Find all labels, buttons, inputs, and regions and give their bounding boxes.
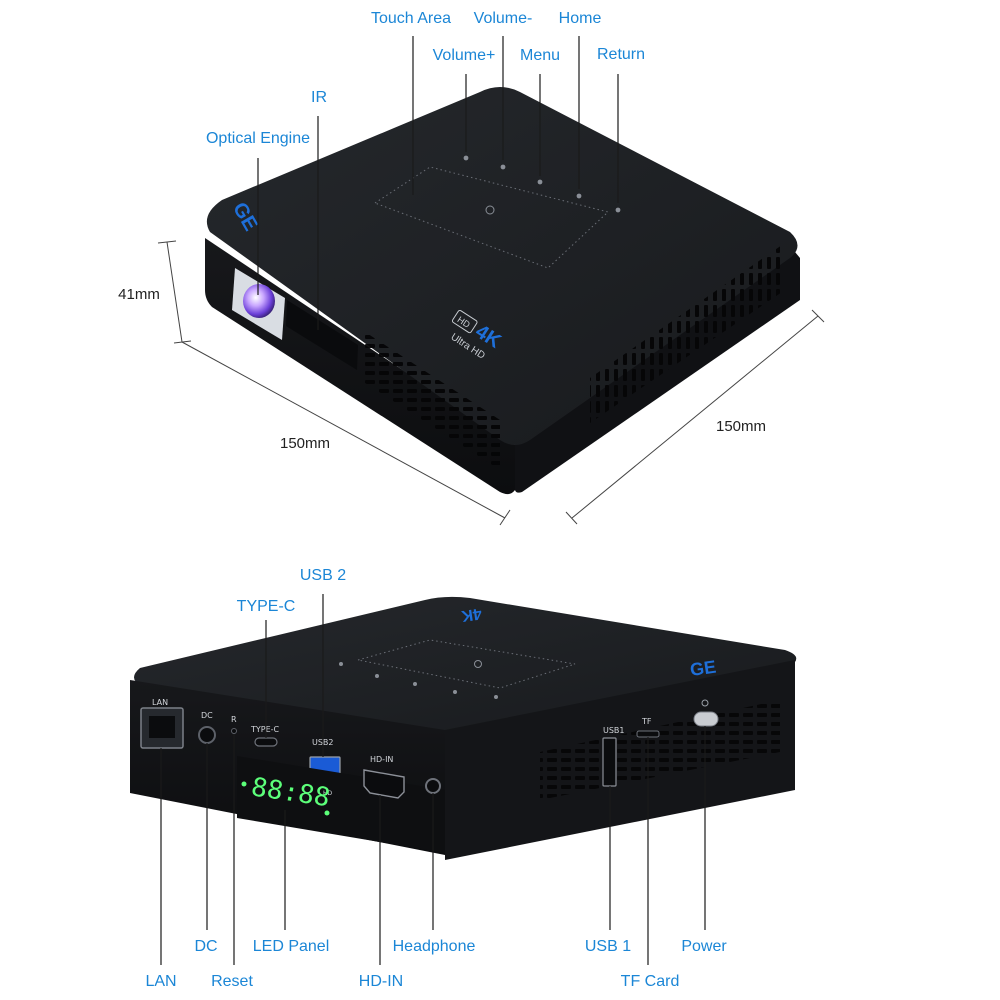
volume-minus-key bbox=[500, 164, 506, 170]
silk-hd: HD bbox=[323, 790, 333, 797]
top-leader-lines bbox=[257, 36, 619, 330]
network-indicator-icon bbox=[324, 810, 330, 816]
dimension-height: 41mm bbox=[118, 286, 160, 303]
label-usb2: USB 2 bbox=[299, 567, 347, 584]
label-type-c: TYPE-C bbox=[236, 598, 296, 615]
label-lan: LAN bbox=[145, 973, 177, 990]
usb1-port bbox=[602, 737, 617, 787]
menu-key bbox=[537, 179, 543, 185]
rear-key-4 bbox=[453, 690, 457, 694]
label-power: Power bbox=[681, 938, 727, 955]
rear-key-1 bbox=[339, 662, 343, 666]
label-menu: Menu bbox=[519, 47, 561, 64]
headphone-jack bbox=[425, 778, 441, 794]
label-optical-engine: Optical Engine bbox=[205, 130, 311, 147]
lan-port-inner bbox=[149, 716, 175, 738]
label-headphone: Headphone bbox=[392, 938, 476, 955]
top-view-device: GE HD 4K Ultra HD bbox=[205, 87, 800, 495]
home-key bbox=[576, 193, 582, 199]
dim-depth-line bbox=[571, 315, 819, 519]
silk-lan: LAN bbox=[152, 698, 168, 707]
type-c-port bbox=[254, 737, 278, 747]
dim-depth-cap-b bbox=[811, 309, 825, 323]
rear-key-3 bbox=[413, 682, 417, 686]
badge-4k-rear: 4K bbox=[460, 604, 483, 624]
silk-hd-in: HD-IN bbox=[370, 755, 393, 764]
dim-height-cap-top bbox=[157, 240, 177, 244]
label-ir: IR bbox=[311, 89, 327, 106]
dimension-depth: 150mm bbox=[715, 418, 767, 435]
rear-top-face bbox=[134, 596, 797, 737]
dimension-width: 150mm bbox=[279, 435, 331, 452]
dim-width-line bbox=[181, 341, 506, 519]
reset-hole bbox=[231, 728, 237, 734]
silk-usb1: USB1 bbox=[603, 726, 625, 735]
silk-r: R bbox=[231, 715, 237, 724]
dim-depth-cap-a bbox=[565, 511, 578, 525]
brand-logo-rear: GE bbox=[689, 657, 718, 680]
label-return: Return bbox=[596, 46, 646, 63]
label-hd-in: HD-IN bbox=[358, 973, 404, 990]
ir-window bbox=[286, 300, 358, 370]
front-vents bbox=[362, 330, 500, 470]
power-indicator-icon bbox=[701, 699, 709, 707]
hd-badge-box bbox=[451, 309, 478, 334]
touch-area-mark bbox=[485, 205, 495, 215]
rear-leader-lines bbox=[160, 594, 706, 965]
hd-in-port bbox=[363, 769, 405, 799]
rear-view-device: 4K GE bbox=[130, 596, 797, 860]
silk-type-c: TYPE-C bbox=[250, 725, 280, 734]
rear-key-5 bbox=[494, 695, 498, 699]
dim-width-cap bbox=[499, 509, 511, 526]
rear-key-2 bbox=[375, 674, 379, 678]
right-vents bbox=[590, 245, 782, 423]
dc-jack bbox=[198, 726, 216, 744]
label-usb1: USB 1 bbox=[584, 938, 632, 955]
rear-touch-outline bbox=[357, 639, 576, 689]
return-key bbox=[615, 207, 621, 213]
label-home: Home bbox=[558, 10, 602, 27]
dim-height-line bbox=[166, 241, 183, 343]
silk-dc: DC bbox=[201, 711, 213, 720]
label-reset: Reset bbox=[211, 973, 253, 990]
label-tf-card: TF Card bbox=[620, 973, 680, 990]
wifi-indicator-icon bbox=[241, 781, 247, 787]
rear-side-vents bbox=[540, 700, 780, 800]
silk-tf: TF bbox=[641, 717, 652, 726]
label-volume-plus: Volume+ bbox=[432, 47, 496, 64]
volume-plus-key bbox=[463, 155, 469, 161]
label-touch-area: Touch Area bbox=[370, 10, 452, 27]
label-led-panel: LED Panel bbox=[252, 938, 330, 955]
projector-lens bbox=[243, 284, 275, 318]
label-volume-minus: Volume- bbox=[473, 10, 533, 27]
tf-slot bbox=[636, 730, 660, 738]
dimension-lines bbox=[157, 240, 825, 526]
power-button bbox=[693, 711, 719, 727]
led-panel-area bbox=[237, 756, 445, 853]
label-dc: DC bbox=[194, 938, 218, 955]
rear-touch-mark bbox=[474, 660, 482, 668]
